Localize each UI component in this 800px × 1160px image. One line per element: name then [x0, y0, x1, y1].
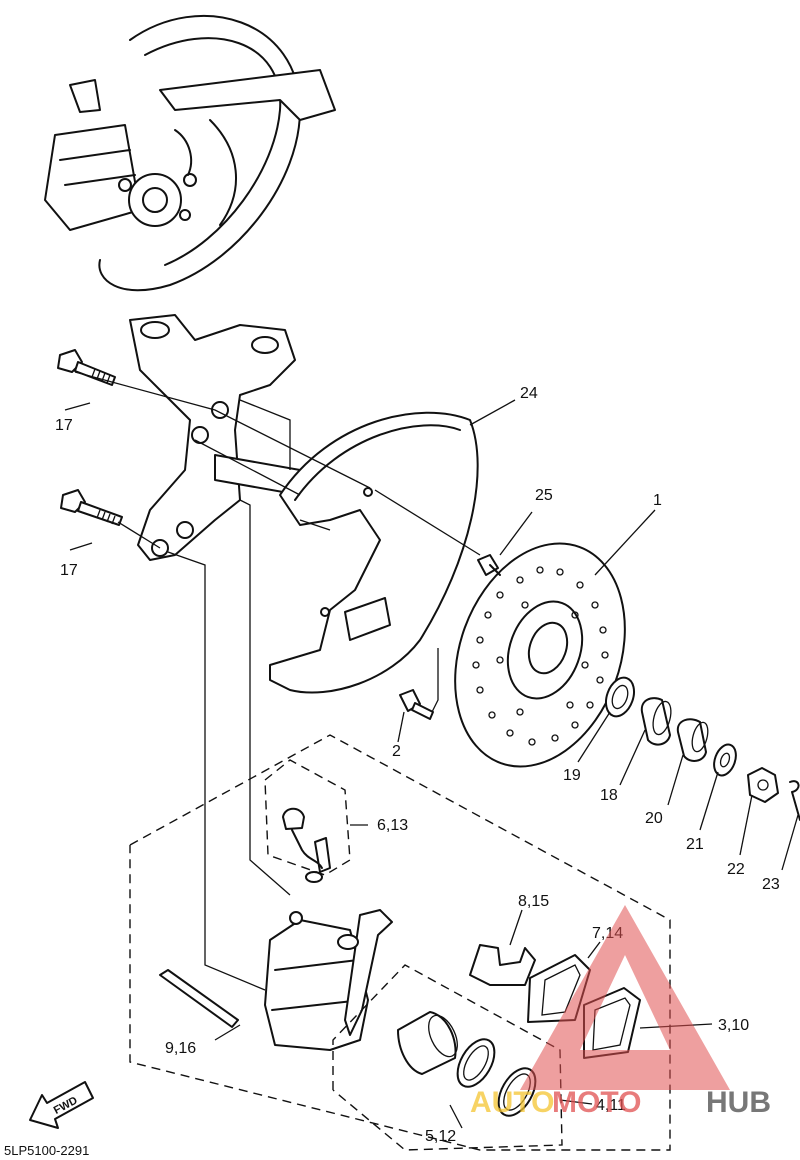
disc-holes: [472, 566, 609, 746]
callout-17-lower: 17: [60, 562, 78, 579]
callout-18: 18: [600, 787, 618, 804]
callout-3-10: 3,10: [718, 1017, 749, 1034]
leader-lines: [64, 371, 799, 1129]
piston: [397, 1011, 458, 1075]
watermark-moto: MOTO: [552, 1086, 641, 1119]
assembled-brake-view: [44, 15, 336, 292]
watermark-logo: AUTO MOTO HUB: [470, 905, 771, 1119]
callout-21: 21: [686, 836, 704, 853]
pad-spring-8-15: [469, 944, 536, 986]
callout-4-11: 4,11: [596, 1097, 626, 1114]
caliper-bracket: [129, 314, 301, 561]
callout-6-13: 6,13: [377, 817, 408, 834]
bearing-18: [640, 697, 671, 746]
bolt-25: [477, 554, 501, 576]
callout-5-12: 5,12: [425, 1128, 456, 1145]
disc-shield: [269, 411, 479, 694]
callout-23: 23: [762, 876, 780, 893]
bolt-17-lower: [60, 489, 123, 526]
callout-22: 22: [727, 861, 745, 878]
watermark-auto: AUTO: [470, 1086, 554, 1119]
callout-labels: 24 25 1 17 17 2 19 18 20 21 22 23 6,13 8…: [55, 385, 780, 1145]
callout-1: 1: [653, 492, 662, 509]
nut-22: [747, 767, 779, 803]
callout-25: 25: [535, 487, 553, 504]
callout-24: 24: [520, 385, 538, 402]
callout-19: 19: [563, 767, 581, 784]
bleed-screw: [282, 807, 331, 883]
pin-9-16: [159, 969, 239, 1028]
caliper-body: [264, 909, 393, 1051]
callout-8-15: 8,15: [518, 893, 549, 910]
callout-2: 2: [392, 743, 401, 760]
callout-20: 20: [645, 810, 663, 827]
hub-hardware: [604, 676, 800, 821]
washer-21: [713, 743, 737, 777]
fwd-arrow-icon: FWD: [29, 1081, 94, 1129]
watermark-hub: HUB: [706, 1086, 771, 1119]
diagram-code: 5LP5100-2291: [4, 1143, 89, 1158]
callout-17-upper: 17: [55, 417, 73, 434]
bolt-2: [399, 689, 434, 720]
bolt-17-upper: [57, 349, 116, 386]
callout-9-16: 9,16: [165, 1040, 196, 1057]
cotter-pin-23: [789, 780, 800, 821]
watermark-triangle-icon: [520, 905, 730, 1090]
